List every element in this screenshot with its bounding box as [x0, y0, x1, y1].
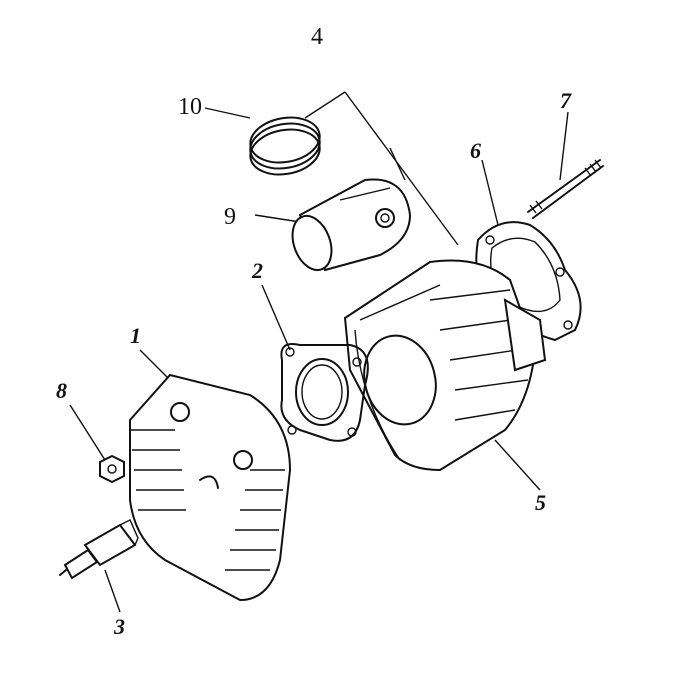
part-labels: 4 10 9 7 6 2 1 8 5 3 [56, 24, 572, 639]
label-1: 1 [130, 323, 141, 348]
label-4: 4 [311, 24, 323, 50]
cylinder [343, 259, 547, 472]
label-8: 8 [56, 378, 67, 403]
stud-bolt [527, 159, 604, 219]
label-3: 3 [113, 614, 125, 639]
cylinder-gasket [280, 343, 369, 442]
piston-rings [249, 116, 321, 176]
cylinder-head [129, 373, 292, 602]
label-7: 7 [560, 88, 572, 113]
piston [291, 178, 412, 272]
leader-lines [69, 91, 569, 613]
spark-plug [59, 519, 139, 580]
label-2: 2 [251, 258, 263, 283]
nut [99, 454, 125, 484]
label-5: 5 [535, 490, 546, 515]
label-6: 6 [470, 138, 481, 163]
label-9: 9 [224, 204, 236, 230]
label-10: 10 [178, 94, 202, 120]
